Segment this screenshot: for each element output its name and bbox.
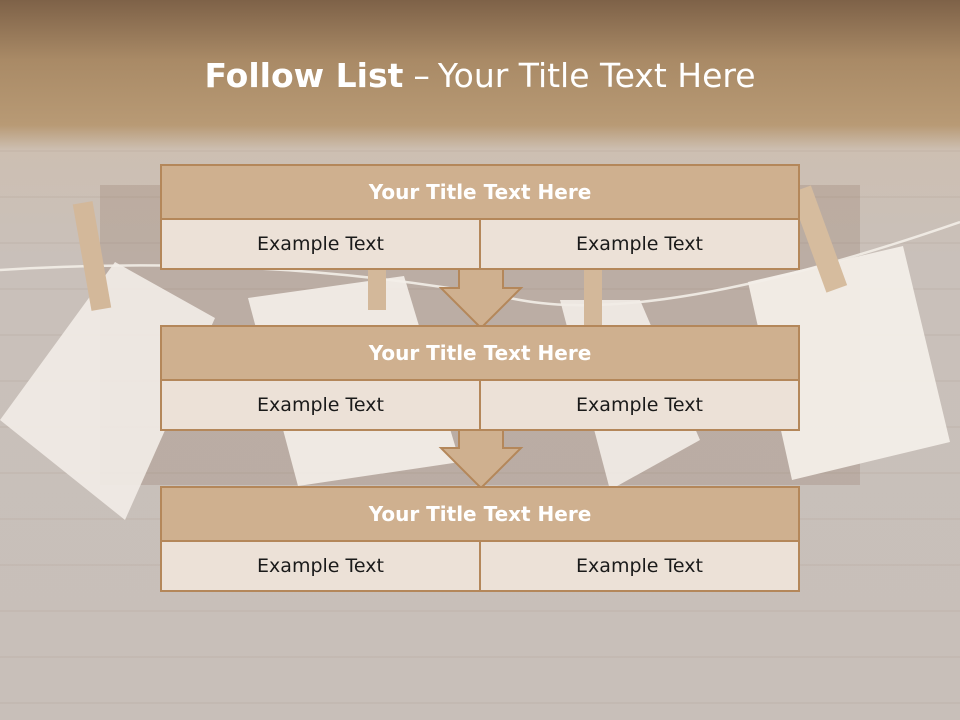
list-block-1: Your Title Text Here Example Text Exampl… xyxy=(160,164,800,270)
block-heading: Your Title Text Here xyxy=(160,486,800,542)
block-cell-left: Example Text xyxy=(160,381,481,431)
block-heading: Your Title Text Here xyxy=(160,164,800,220)
title-bold: Follow List xyxy=(204,56,404,95)
block-cell-left: Example Text xyxy=(160,542,481,592)
slide-title: Follow List–Your Title Text Here xyxy=(0,52,960,100)
list-block-3: Your Title Text Here Example Text Exampl… xyxy=(160,486,800,592)
block-cell-left: Example Text xyxy=(160,220,481,270)
down-arrow-1 xyxy=(438,267,524,330)
title-dash: – xyxy=(413,56,430,95)
block-cell-right: Example Text xyxy=(481,542,800,592)
block-row: Example Text Example Text xyxy=(160,381,800,431)
down-arrow-2 xyxy=(438,427,524,490)
block-row: Example Text Example Text xyxy=(160,220,800,270)
title-rest: Your Title Text Here xyxy=(437,56,756,95)
block-cell-right: Example Text xyxy=(481,220,800,270)
list-block-2: Your Title Text Here Example Text Exampl… xyxy=(160,325,800,431)
block-heading: Your Title Text Here xyxy=(160,325,800,381)
block-row: Example Text Example Text xyxy=(160,542,800,592)
block-cell-right: Example Text xyxy=(481,381,800,431)
